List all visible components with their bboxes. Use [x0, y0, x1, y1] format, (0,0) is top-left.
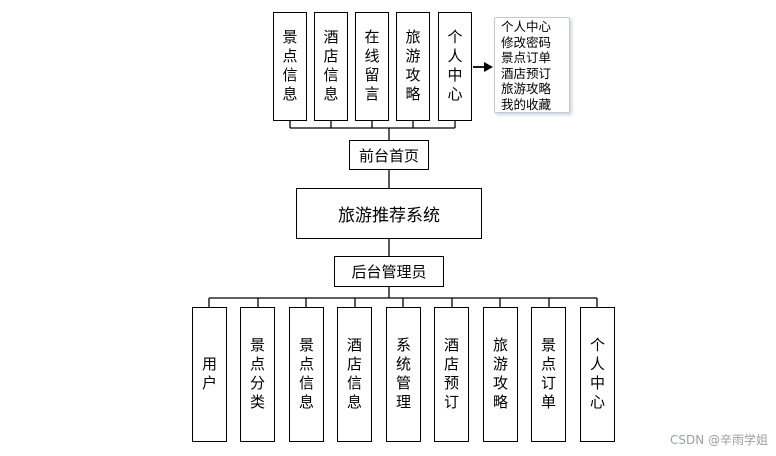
admin-module-scenic-category: 景点分类 [240, 307, 275, 442]
front-module-scenic-info: 景点信息 [273, 12, 307, 121]
front-module-online-message: 在线留言 [355, 12, 389, 121]
admin-module-label: 景点订单 [539, 336, 557, 413]
front-module-label: 在线留言 [362, 28, 381, 105]
front-module-travel-guide: 旅游攻略 [396, 12, 430, 121]
front-home-label: 前台首页 [358, 146, 419, 165]
system-root-node: 旅游推荐系统 [296, 188, 482, 239]
personal-center-note: 个人中心 修改密码 景点订单 酒店预订 旅游攻略 我的收藏 [494, 17, 570, 113]
system-title: 旅游推荐系统 [338, 206, 440, 226]
admin-module-label: 个人中心 [588, 336, 606, 413]
admin-node: 后台管理员 [334, 256, 444, 287]
admin-label: 后台管理员 [351, 263, 427, 281]
admin-module-label: 旅游攻略 [491, 336, 509, 413]
admin-module-hotel-info: 酒店信息 [337, 307, 372, 442]
admin-module-label: 景点信息 [297, 336, 315, 413]
front-module-personal-center: 个人中心 [438, 12, 472, 121]
front-module-label: 个人中心 [445, 28, 464, 105]
admin-module-label: 酒店预订 [442, 336, 460, 413]
admin-module-personal-center: 个人中心 [580, 307, 615, 442]
front-module-label: 景点信息 [280, 28, 299, 105]
admin-module-scenic-info: 景点信息 [289, 307, 324, 442]
note-item: 个人中心 [501, 19, 552, 34]
note-item: 修改密码 [501, 34, 552, 50]
note-item: 我的收藏 [501, 96, 552, 112]
admin-module-hotel-booking: 酒店预订 [434, 307, 469, 442]
note-item: 旅游攻略 [501, 81, 552, 96]
admin-module-travel-guide: 旅游攻略 [483, 307, 518, 442]
front-module-label: 旅游攻略 [403, 28, 422, 105]
front-module-label: 酒店信息 [321, 28, 340, 105]
front-module-hotel-info: 酒店信息 [314, 12, 348, 121]
admin-module-label: 景点分类 [248, 336, 266, 413]
admin-module-label: 酒店信息 [345, 336, 363, 413]
admin-module-users: 用户 [192, 307, 227, 442]
admin-module-label: 用户 [200, 355, 218, 394]
note-item: 景点订单 [501, 50, 552, 65]
watermark: CSDN @辛雨学姐 [669, 433, 768, 447]
admin-module-scenic-orders: 景点订单 [531, 307, 566, 442]
admin-module-system-management: 系统管理 [386, 307, 421, 442]
admin-module-label: 系统管理 [394, 336, 412, 413]
note-item: 酒店预订 [501, 65, 552, 81]
front-home-node: 前台首页 [349, 140, 429, 170]
